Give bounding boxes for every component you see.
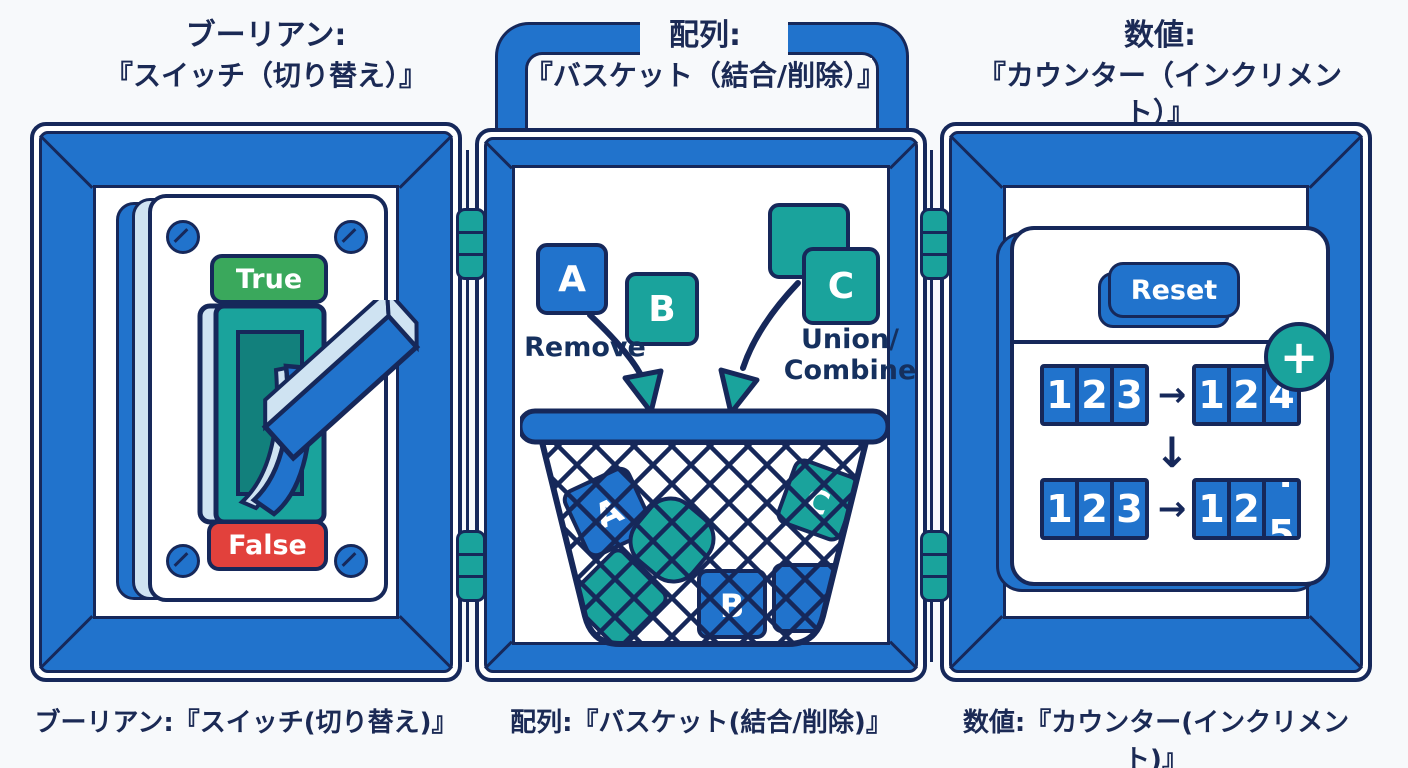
boolean-title-line1: ブーリアン: (185, 18, 347, 53)
digit-cell: 2 (1231, 482, 1262, 536)
union-label-line1: Union/ (800, 324, 900, 355)
number-caption: 数値:『カウンター(インクリメント)』 (962, 708, 1350, 768)
hinge-icon (456, 530, 486, 602)
digit-cell: 1 (1196, 368, 1227, 422)
false-button[interactable]: False (207, 520, 328, 571)
hinge-icon (920, 208, 950, 280)
remove-label: Remove (524, 332, 646, 363)
number-title-line2: 『カウンター（インクリメント）』 (977, 58, 1342, 130)
counter-card: Reset + 1 2 3 → 1 2 4 ↓ 1 2 3 → (1010, 226, 1334, 586)
digit-cell: 2 (1079, 482, 1110, 536)
union-combine-label: Union/ Combine (767, 324, 933, 386)
screw-icon (166, 220, 200, 254)
right-arrow-icon: → (1157, 489, 1187, 529)
array-panel: A B C Remove Union/ Combine (475, 128, 927, 682)
down-arrow-icon: ↓ (1154, 428, 1190, 477)
true-button[interactable]: True (210, 254, 328, 304)
number-title: 数値: 『カウンター（インクリメント）』 (950, 16, 1370, 132)
hinge-rod-left (466, 150, 469, 662)
digit-cell: 2 (1079, 368, 1110, 422)
array-caption: 配列:『バスケット(結合/削除)』 (510, 708, 892, 738)
block-b: B (625, 272, 699, 346)
counter-divider (1014, 340, 1326, 344)
union-arrowhead-line (740, 280, 801, 371)
lever-arm (261, 300, 421, 462)
digit-cell: 2 (1231, 368, 1262, 422)
basket-rim (520, 408, 888, 445)
increment-button[interactable]: + (1264, 322, 1334, 392)
digit-cell: 3 (1114, 368, 1145, 422)
union-arrowhead-icon (718, 367, 760, 416)
remove-arrow (587, 312, 647, 385)
basket-mesh (538, 439, 870, 647)
digit-cell: 1 (1196, 482, 1227, 536)
rolling-digit-top: 4 (1266, 482, 1297, 496)
counter-row2-from: 1 2 3 (1040, 478, 1149, 540)
screw-icon (334, 220, 368, 254)
array-title-line2: 『バスケット（結合/削除）』 (524, 58, 886, 92)
handle-title-mask (550, 58, 872, 112)
boolean-caption: ブーリアン:『スイッチ(切り替え)』 (34, 708, 458, 738)
hinge-rod-right (930, 150, 933, 662)
basket[interactable]: A C B (520, 408, 888, 670)
block-c: C (802, 247, 880, 325)
counter-row1-to: 1 2 4 (1192, 364, 1301, 426)
union-label-line2: Combine (783, 355, 917, 387)
switch-plate: True False (148, 194, 421, 602)
digit-cell: 1 (1044, 482, 1075, 536)
array-title-line1: 配列: (669, 18, 741, 53)
remove-arrowhead-icon (622, 368, 664, 415)
counter-row2-to: 1 2 4 5 (1192, 478, 1301, 540)
toggle-switch[interactable] (194, 300, 454, 540)
flow-arrows (587, 280, 801, 416)
boolean-title-line2: 『スイッチ（切り替え）』 (104, 58, 427, 92)
handle-title-mask (640, 14, 788, 60)
hinge-icon (920, 530, 950, 602)
reset-button[interactable]: Reset (1108, 262, 1240, 318)
counter-row1-from: 1 2 3 (1040, 364, 1149, 426)
boolean-panel: True False (30, 122, 462, 682)
hinge-icon (456, 208, 486, 280)
rolling-digit-bottom: 5 (1268, 512, 1295, 536)
block-a: A (536, 243, 608, 315)
array-title: 配列: 『バスケット（結合/削除）』 (505, 16, 905, 94)
screw-icon (334, 544, 368, 578)
boolean-title: ブーリアン: 『スイッチ（切り替え）』 (60, 16, 472, 94)
number-title-line1: 数値: (1124, 18, 1196, 53)
right-arrow-icon: → (1157, 375, 1187, 415)
digit-cell: 3 (1114, 482, 1145, 536)
screw-icon (166, 544, 200, 578)
digit-cell: 1 (1044, 368, 1075, 422)
rolling-digit-cell: 4 5 (1266, 482, 1297, 536)
number-panel: Reset + 1 2 3 → 1 2 4 ↓ 1 2 3 → (940, 122, 1372, 682)
